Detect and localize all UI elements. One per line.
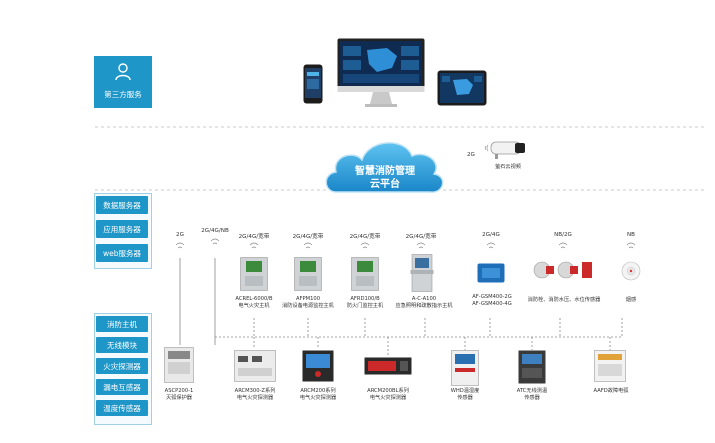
- lower-label-3: ARCM200BL系列 电气火灾探测器: [367, 388, 409, 402]
- upper-net-1: 2G/4G/NB: [201, 228, 229, 234]
- camera-label: 萤石云视频: [495, 164, 521, 170]
- upper-label-3: AFPM100 消防设备电源监控主机: [282, 296, 334, 310]
- camera-network-label: 2G: [467, 152, 475, 158]
- whd-device: [451, 350, 479, 386]
- app-server-button: 应用服务器: [96, 220, 148, 238]
- upper-net-4: 2G/4G/宽带: [349, 234, 381, 240]
- afrd100-device: [351, 257, 379, 291]
- camera-icon: [490, 141, 525, 159]
- upper-net-8: NB: [626, 232, 636, 238]
- ascp200-device: [164, 347, 194, 383]
- tablet-device: [437, 70, 487, 106]
- phone-device: [303, 64, 323, 104]
- terminal-temp-sensor: 温度传感器: [96, 400, 148, 416]
- terminal-leakage-transformer: 漏电互感器: [96, 379, 148, 395]
- upper-label-6: AF-GSM400-2G AF-GSM400-4G: [472, 294, 512, 308]
- user-icon: [115, 63, 131, 81]
- arcm200-device: [302, 350, 334, 382]
- terminal-fire-detector: 火灾探测器: [96, 358, 148, 374]
- upper-label-7: 消防栓、消防水压、水位传感器: [527, 297, 601, 303]
- wifi-icon: [484, 144, 489, 152]
- upper-net-0: 2G: [176, 232, 184, 238]
- aca100-device: [410, 254, 434, 292]
- acrel-6000-device: [240, 257, 268, 291]
- terminal-wireless-module: 无线模块: [96, 337, 148, 353]
- web-server-button: web服务器: [96, 244, 148, 262]
- cloud-title-line2: 云平台: [370, 179, 400, 190]
- third-party-label: 第三方服务: [104, 90, 142, 99]
- upper-label-4: AFRD100/B 防火门监控主机: [346, 296, 384, 310]
- af-gsm400-device: [477, 263, 505, 283]
- upper-label-2: ACREL-6000/B 电气火灾主机: [235, 296, 273, 310]
- afpm100-device: [294, 257, 322, 291]
- hydrant-sensors-device: [533, 261, 592, 279]
- desktop-monitor: [337, 38, 425, 107]
- lower-label-2: ARCM200系列 电气火灾探测器: [299, 388, 337, 402]
- cloud-title-line1: 智慧消防管理: [355, 166, 415, 177]
- cloud-platform-icon: [325, 142, 444, 193]
- terminal-fire-host: 消防主机: [96, 316, 148, 332]
- data-server-button: 数据服务器: [96, 196, 148, 214]
- atc-device: [518, 350, 546, 384]
- lower-label-5: ATC无线测温 传感器: [516, 388, 548, 402]
- upper-net-7: NB/2G: [554, 232, 572, 238]
- arcm300-device: [234, 350, 276, 382]
- lower-label-4: WHD温湿度 传感器: [450, 388, 480, 402]
- upper-label-8: 烟感: [625, 297, 637, 303]
- upper-net-2: 2G/4G/宽带: [238, 234, 270, 240]
- upper-label-5: A-C-A100 应急照明和疏散指示主机: [395, 296, 453, 310]
- upper-net-6: 2G/4G: [482, 232, 500, 238]
- lower-label-6: AAFD故障电弧: [593, 388, 629, 394]
- third-party-box: 第三方服务: [94, 56, 152, 108]
- arcm200bl-device: [364, 357, 412, 375]
- lower-label-0: ASCP200-1 灭弧保护器: [164, 388, 194, 402]
- aafd-device: [594, 350, 626, 382]
- upper-net-3: 2G/4G/宽带: [292, 234, 324, 240]
- lower-label-1: ARCM300-Z系列 电气火灾探测器: [234, 388, 276, 402]
- smoke-detector-device: [621, 261, 641, 281]
- upper-net-5: 2G/4G/宽带: [405, 234, 437, 240]
